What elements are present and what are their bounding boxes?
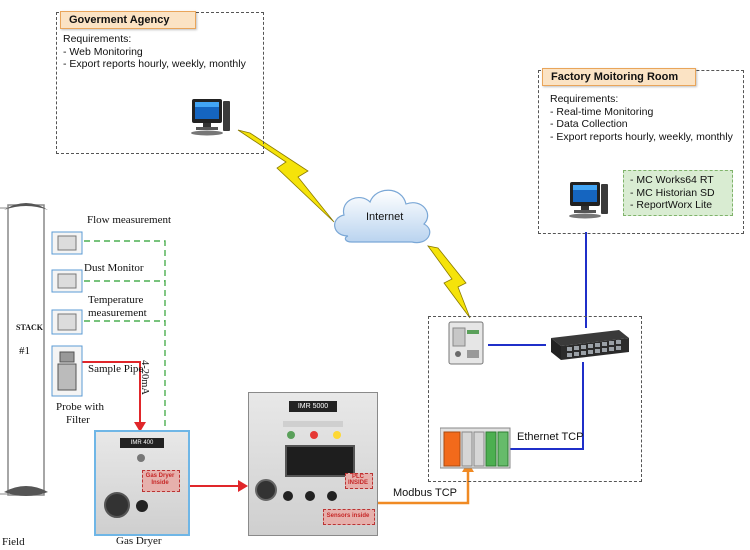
gas-dryer-caption: Gas Dryer bbox=[116, 535, 162, 547]
gas-dryer-device: IMR 400 Gas Dryer Inside bbox=[94, 430, 190, 536]
sample-line-pipe bbox=[80, 361, 141, 425]
temperature-label-2: measurement bbox=[88, 307, 147, 319]
requirement-item: - Web Monitoring bbox=[63, 45, 143, 58]
flow-measurement-label: Flow measurement bbox=[87, 214, 172, 226]
sample-arrowhead-down bbox=[134, 422, 146, 432]
requirement-item: - Real-time Monitoring bbox=[550, 105, 654, 118]
sensor-instruments bbox=[51, 231, 83, 397]
dust-monitor-label: Dust Monitor bbox=[84, 262, 144, 274]
imr5000-screen bbox=[285, 445, 355, 477]
network-switch-icon bbox=[551, 330, 629, 360]
government-requirements: Requirements: - Web Monitoring - Export … bbox=[63, 33, 246, 71]
internet-label: Internet bbox=[366, 211, 404, 223]
modbus-tcp-label: Modbus TCP bbox=[393, 487, 457, 499]
lightning-bolt-icon bbox=[237, 129, 335, 223]
stack-label: STACK bbox=[16, 323, 43, 332]
requirement-item: - Export reports hourly, weekly, monthly bbox=[550, 130, 733, 143]
ethernet-line-plc-switch bbox=[510, 362, 584, 450]
factory-monitoring-title: Factory Moitoring Room bbox=[542, 68, 696, 86]
lightning-bolt-icon bbox=[427, 245, 471, 319]
stack-number: #1 bbox=[19, 345, 30, 357]
sample-arrowhead-right bbox=[238, 480, 248, 492]
desktop-computer-icon bbox=[191, 99, 230, 136]
desktop-computer-icon bbox=[569, 182, 608, 219]
gas-dryer-inside-label-2: Inside bbox=[151, 480, 169, 486]
probe-label: Probe with bbox=[56, 401, 104, 413]
software-item: - MC Works64 RT bbox=[630, 174, 714, 186]
requirements-label: Requirements: bbox=[550, 93, 619, 105]
software-item: - MC Historian SD bbox=[630, 186, 715, 199]
plc-rack-icon bbox=[440, 427, 511, 469]
field-label: Field bbox=[2, 536, 25, 548]
requirement-item: - Export reports hourly, weekly, monthly bbox=[63, 58, 246, 70]
temperature-label: Temperature bbox=[88, 294, 144, 306]
sample-pipe-label: Sample Pipe bbox=[88, 363, 144, 375]
software-item: - ReportWorx Lite bbox=[630, 199, 713, 211]
sensors-inside-label: Sensors inside bbox=[326, 513, 370, 519]
plc-inside-label: PLC bbox=[352, 474, 364, 480]
signal-lines bbox=[84, 240, 166, 430]
iot-gateway-icon bbox=[448, 321, 484, 365]
stack-pipe bbox=[0, 203, 48, 496]
gas-dryer-model: IMR 400 bbox=[120, 438, 164, 448]
gas-dryer-inside-label: Gas Dryer bbox=[145, 473, 175, 479]
ethernet-tcp-label: Ethernet TCP bbox=[517, 431, 584, 443]
software-list-box: - MC Works64 RT - MC Historian SD - Repo… bbox=[623, 170, 733, 216]
requirements-label: Requirements: bbox=[63, 33, 132, 45]
probe-label-2: Filter bbox=[66, 414, 90, 426]
requirement-item: - Data Collection bbox=[550, 118, 628, 130]
cloud-icon bbox=[334, 189, 431, 244]
imr5000-device: IMR 5000 PLC INSIDE Sensors inside bbox=[248, 392, 378, 536]
imr5000-model: IMR 5000 bbox=[289, 401, 337, 412]
plc-inside-label-2: INSIDE bbox=[347, 480, 368, 486]
signal-4-20ma-label: 4-20mA bbox=[139, 360, 150, 395]
network-cabinet-box bbox=[428, 316, 642, 482]
factory-requirements: Requirements: - Real-time Monitoring - D… bbox=[550, 93, 733, 143]
government-agency-title: Goverment Agency bbox=[60, 11, 196, 29]
